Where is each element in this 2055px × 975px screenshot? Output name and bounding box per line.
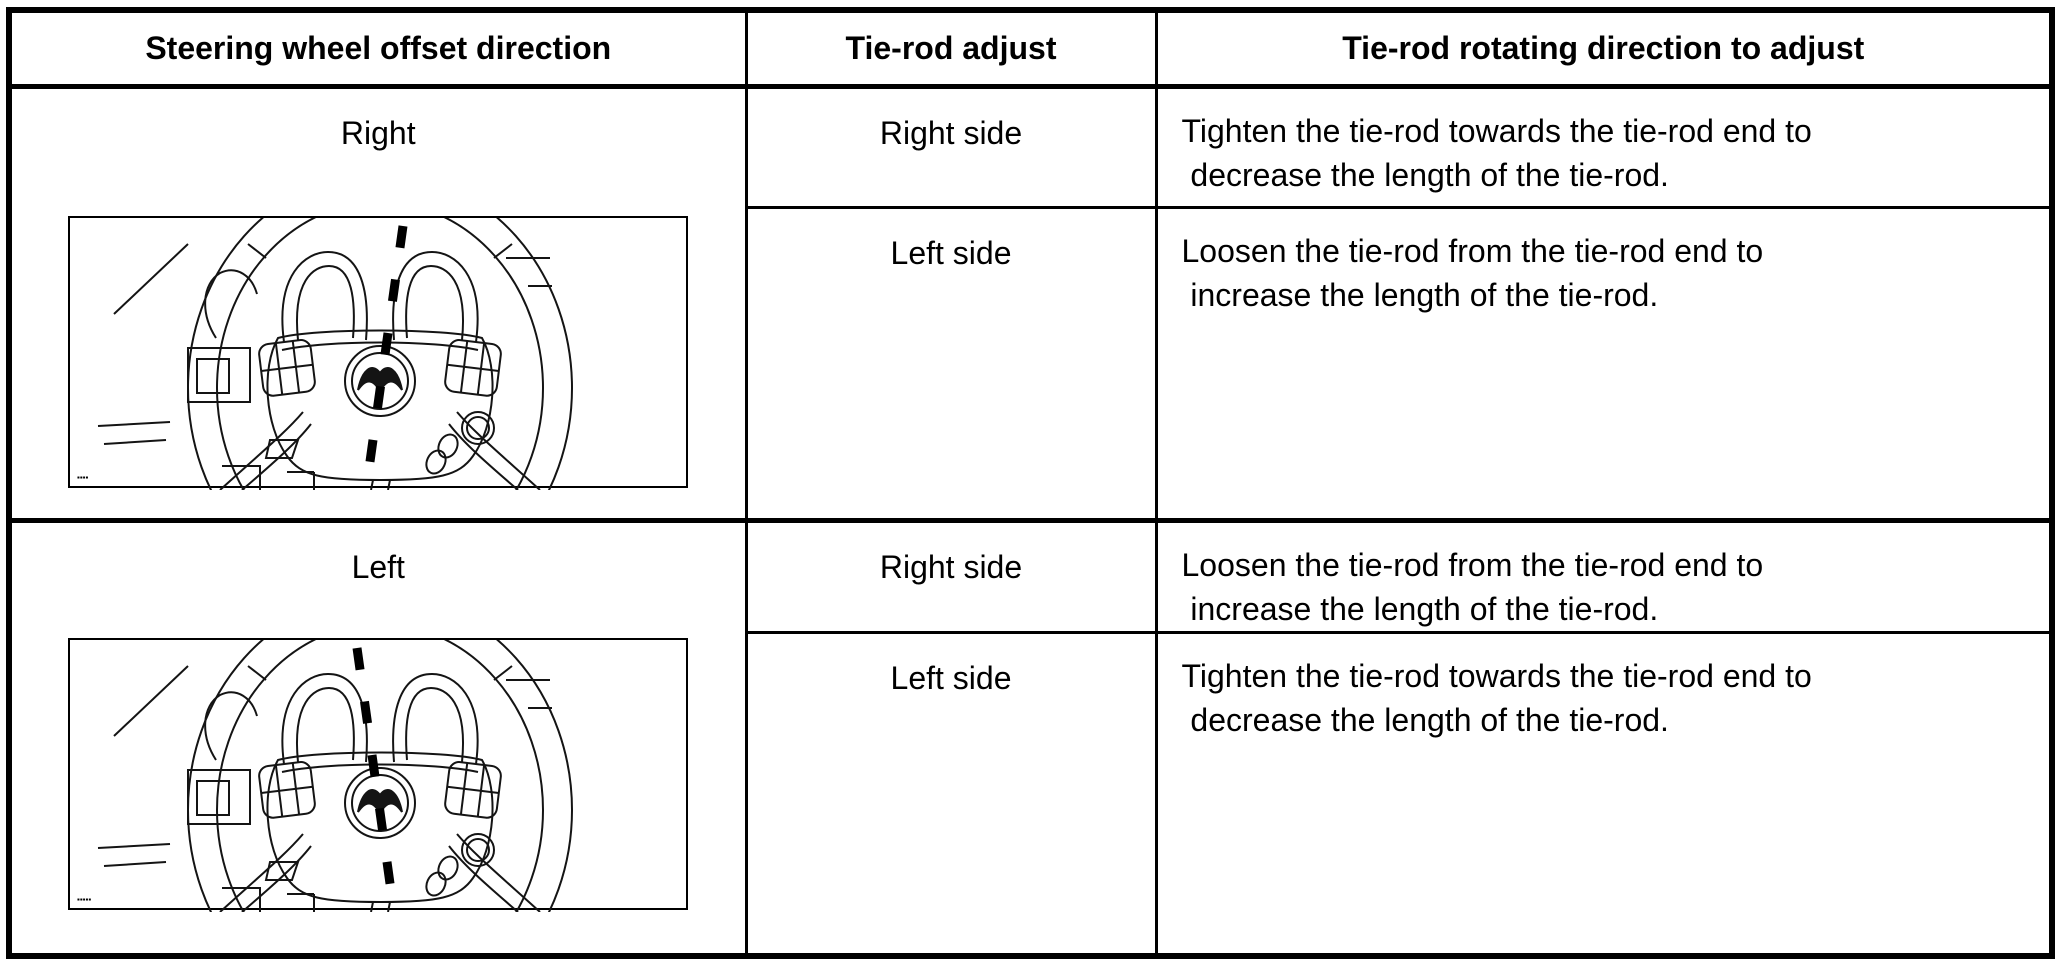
steering-wheel-image	[97, 639, 573, 912]
table-row: Left side Loosen the tie-rod from the ti…	[9, 205, 2054, 522]
offset-right-cell: Right ▪▪▪▪	[7, 83, 748, 522]
table-row: Left ▪▪▪▪▪ Right side Loosen the tie-rod…	[7, 517, 2054, 958]
header-offset-direction: Steering wheel offset direction	[7, 8, 748, 88]
table-row: Right ▪▪▪▪ Right side Tighten the tie-ro…	[7, 83, 2054, 522]
adjust-instruction: Tighten the tie-rod towards the tie-rod …	[1154, 630, 2054, 958]
offset-dashed-line	[352, 646, 399, 912]
steering-wheel-figure-right: ▪▪▪▪	[68, 215, 688, 490]
offset-dashed-line	[361, 224, 408, 490]
tie-rod-side: Right side	[744, 83, 1158, 209]
header-row: Steering wheel offset direction Tie-rod …	[7, 8, 2054, 88]
offset-left-cell: Left ▪▪▪▪▪	[7, 517, 748, 958]
tie-rod-adjustment-table: Steering wheel offset direction Tie-rod …	[6, 7, 2055, 959]
steering-wheel-figure-left: ▪▪▪▪▪	[68, 637, 688, 912]
figure-stamp: ▪▪▪▪	[77, 472, 89, 482]
figure-stamp: ▪▪▪▪▪	[77, 894, 92, 904]
tie-rod-side: Right side	[744, 517, 1158, 634]
adjust-instruction: Tighten the tie-rod towards the tie-rod …	[1154, 83, 2054, 209]
offset-direction-label: Right	[340, 114, 416, 151]
steering-wheel-image	[97, 217, 573, 490]
header-tie-rod-adjust: Tie-rod adjust	[744, 8, 1158, 88]
table-row: Left side Tighten the tie-rod towards th…	[9, 630, 2054, 958]
tie-rod-side: Left side	[744, 205, 1158, 522]
adjust-instruction: Loosen the tie-rod from the tie-rod end …	[1154, 517, 2054, 634]
header-rotating-direction: Tie-rod rotating direction to adjust	[1154, 8, 2054, 88]
tie-rod-side: Left side	[744, 630, 1158, 958]
adjust-instruction: Loosen the tie-rod from the tie-rod end …	[1154, 205, 2054, 522]
offset-direction-label: Left	[351, 548, 405, 585]
